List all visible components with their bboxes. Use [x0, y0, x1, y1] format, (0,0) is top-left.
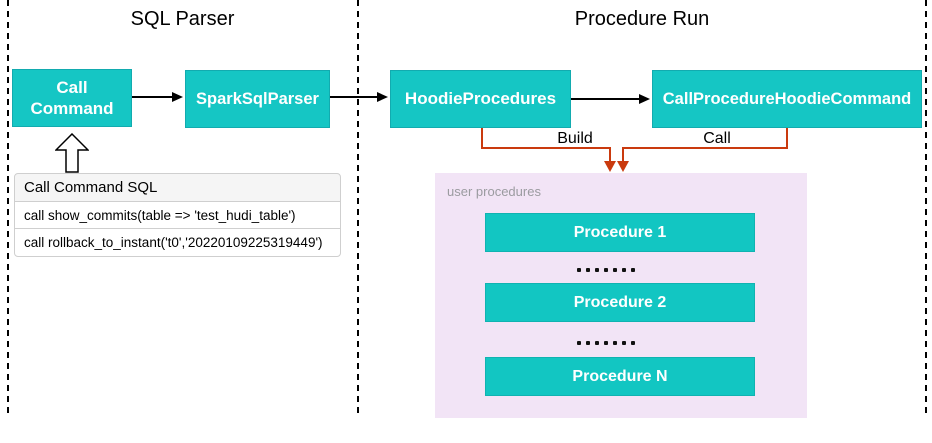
call-connector-segment — [786, 128, 788, 149]
arrow-parser-to-hoodieprocedures — [330, 96, 377, 98]
procedure-run-section-title: Procedure Run — [574, 8, 710, 30]
call-command-label: Call Command — [30, 77, 114, 118]
build-connector-segment — [609, 147, 611, 163]
red-arrowhead-icon — [604, 161, 616, 172]
arrowhead-icon — [172, 92, 183, 102]
arrow-hoodieprocedures-to-command — [571, 98, 639, 100]
red-arrowhead-icon — [617, 161, 629, 172]
ellipsis-dots — [435, 341, 777, 345]
dashed-border-left — [7, 0, 9, 414]
call-edge-label: Call — [703, 130, 731, 147]
build-connector-segment — [481, 147, 611, 149]
dashed-border-middle — [357, 0, 359, 414]
user-procedures-label: user procedures — [447, 184, 541, 199]
sql-statement-row: call show_commits(table => 'test_hudi_ta… — [14, 201, 341, 229]
call-connector-segment — [622, 147, 788, 149]
arrowhead-icon — [639, 94, 650, 104]
dashed-border-right — [925, 0, 927, 414]
hoodieprocedures-node: HoodieProcedures — [390, 70, 571, 128]
sql-statement-row: call rollback_to_instant('t0','202201092… — [14, 228, 341, 257]
arrow-callcommand-to-parser — [132, 96, 172, 98]
ellipsis-dots — [435, 268, 777, 272]
call-connector-segment — [622, 147, 624, 163]
procedure-n-node: Procedure N — [485, 357, 755, 396]
call-command-node: Call Command — [12, 69, 132, 127]
build-connector-segment — [481, 128, 483, 149]
hollow-up-arrow-icon — [55, 133, 89, 173]
procedure-1-node: Procedure 1 — [485, 213, 755, 252]
sql-panel-header: Call Command SQL — [14, 173, 341, 202]
arrowhead-icon — [377, 92, 388, 102]
sql-parser-section-title: SQL Parser — [130, 8, 235, 30]
sparksqlparser-node: SparkSqlParser — [185, 70, 330, 128]
user-procedures-panel: user procedures Procedure 1 Procedure 2 … — [435, 173, 807, 418]
procedure-2-node: Procedure 2 — [485, 283, 755, 322]
build-edge-label: Build — [557, 130, 593, 147]
callprocedurehoodiecommand-node: CallProcedureHoodieCommand — [652, 70, 922, 128]
